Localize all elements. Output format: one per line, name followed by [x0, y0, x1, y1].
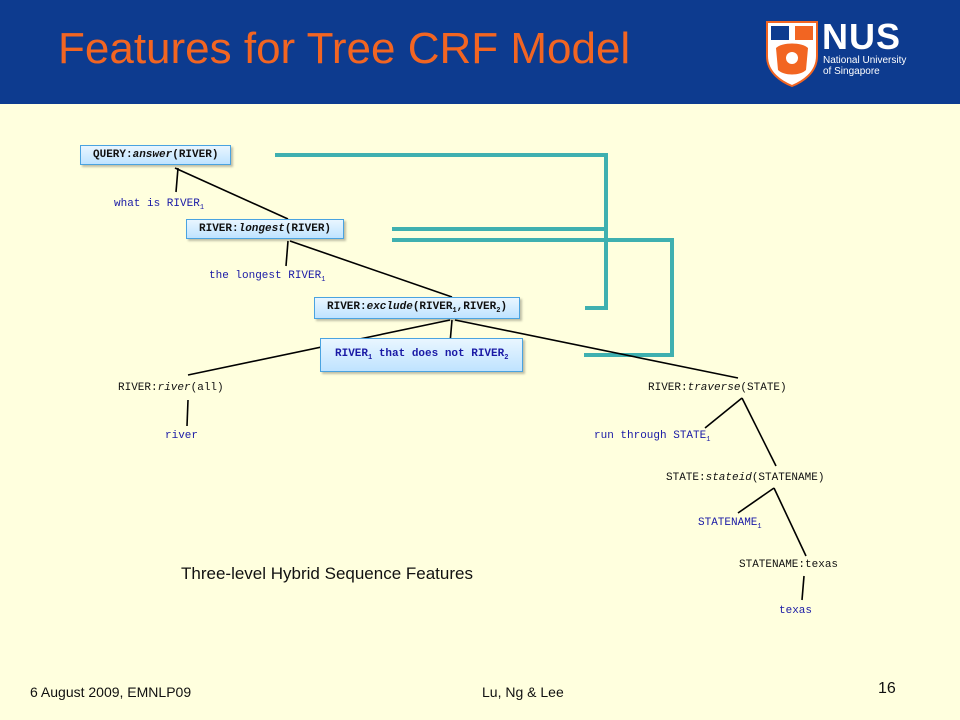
phrase-exclude-sub1: 1 — [368, 354, 373, 363]
node-longest-args: (RIVER) — [284, 223, 332, 235]
node-query-prefix: QUERY: — [93, 149, 133, 161]
node-river-longest: RIVER:longest(RIVER) — [186, 219, 345, 239]
node-state-stateid: STATE:stateid(STATENAME) — [666, 472, 824, 484]
node-river-all-args: (all) — [190, 382, 224, 394]
phrase-statename-sub: 1 — [757, 523, 762, 532]
edge-exclude-river — [187, 319, 451, 376]
phrase-what-is-text: what is RIVER — [114, 198, 200, 210]
figure-caption: Three-level Hybrid Sequence Features — [181, 564, 473, 583]
node-traverse-prefix: RIVER: — [648, 382, 688, 394]
phrase-what-is-sub: 1 — [199, 204, 205, 213]
nus-wordmark: NUS — [822, 16, 902, 57]
phrase-exclude: RIVER1 that does not RIVER2 — [320, 338, 524, 373]
nus-crest-icon — [766, 21, 818, 88]
node-exclude-args-a: (RIVER — [412, 301, 453, 313]
footer-authors: Lu, Ng & Lee — [482, 684, 564, 700]
phrase-what-is: what is RIVER1 — [114, 198, 204, 212]
phrase-the-longest: the longest RIVER1 — [209, 270, 325, 284]
phrase-run-through-text: run through STATE — [594, 430, 707, 442]
edge-query-longest — [174, 167, 289, 220]
phrase-the-longest-sub: 1 — [321, 276, 326, 285]
phrase-exclude-sub2: 2 — [504, 354, 509, 363]
edge-traverse-phrase — [704, 397, 743, 429]
node-stateid-prefix: STATE: — [666, 472, 706, 484]
node-statename-texas: STATENAME:texas — [739, 559, 839, 571]
edge-stateid-phrase — [737, 487, 775, 514]
node-river-traverse: RIVER:traverse(STATE) — [648, 382, 787, 394]
nus-subtitle-line-2: of Singapore — [823, 66, 880, 77]
phrase-exclude-a: RIVER — [335, 348, 369, 360]
phrase-run-through: run through STATE1 — [594, 430, 710, 444]
node-stateid-args: (STATENAME) — [751, 472, 825, 484]
node-longest-func: longest — [238, 223, 285, 235]
footer-date: 6 August 2009, EMNLP09 — [30, 684, 192, 700]
node-stateid-func: stateid — [705, 472, 752, 484]
edge-traverse-stateid — [741, 397, 777, 467]
node-exclude-prefix: RIVER: — [327, 301, 367, 313]
edge-river-word — [186, 399, 189, 427]
node-traverse-args: (STATE) — [740, 382, 787, 394]
phrase-texas: texas — [779, 605, 813, 617]
edge-query-phrase — [175, 167, 179, 193]
node-river-all-prefix: RIVER: — [118, 382, 158, 394]
node-query-func: answer — [132, 149, 173, 161]
edge-longest-exclude — [289, 240, 453, 298]
edge-stateid-texas — [773, 487, 807, 557]
phrase-river: river — [165, 430, 199, 442]
nus-subtitle: National University of Singapore — [823, 55, 906, 77]
node-exclude-sub2: 2 — [496, 307, 501, 316]
edge-longest-phrase — [285, 240, 289, 267]
node-river-exclude: RIVER:exclude(RIVER1,RIVER2) — [314, 297, 521, 320]
node-exclude-sub1: 1 — [452, 307, 457, 316]
node-query-args: (RIVER) — [172, 149, 219, 161]
node-longest-prefix: RIVER: — [199, 223, 239, 235]
node-exclude-args-c: ) — [500, 301, 508, 313]
node-exclude-args-b: ,RIVER — [456, 301, 497, 313]
node-river-all-func: river — [157, 382, 191, 394]
phrase-run-through-sub: 1 — [706, 436, 711, 445]
slide-title: Features for Tree CRF Model — [58, 24, 631, 73]
node-query-answer: QUERY:answer(RIVER) — [80, 145, 232, 165]
bracket-outer — [275, 153, 608, 310]
node-river-all: RIVER:river(all) — [118, 382, 224, 394]
edge-exclude-traverse — [454, 319, 739, 379]
phrase-the-longest-text: the longest RIVER — [209, 270, 322, 282]
page-number: 16 — [878, 680, 896, 697]
phrase-exclude-b: that does not RIVER — [372, 348, 505, 360]
node-traverse-func: traverse — [687, 382, 741, 394]
phrase-statename-text: STATENAME — [698, 517, 758, 529]
edge-texas-word — [801, 575, 805, 601]
phrase-statename: STATENAME1 — [698, 517, 762, 531]
nus-subtitle-line-1: National University — [823, 55, 907, 66]
node-exclude-func: exclude — [366, 301, 413, 313]
